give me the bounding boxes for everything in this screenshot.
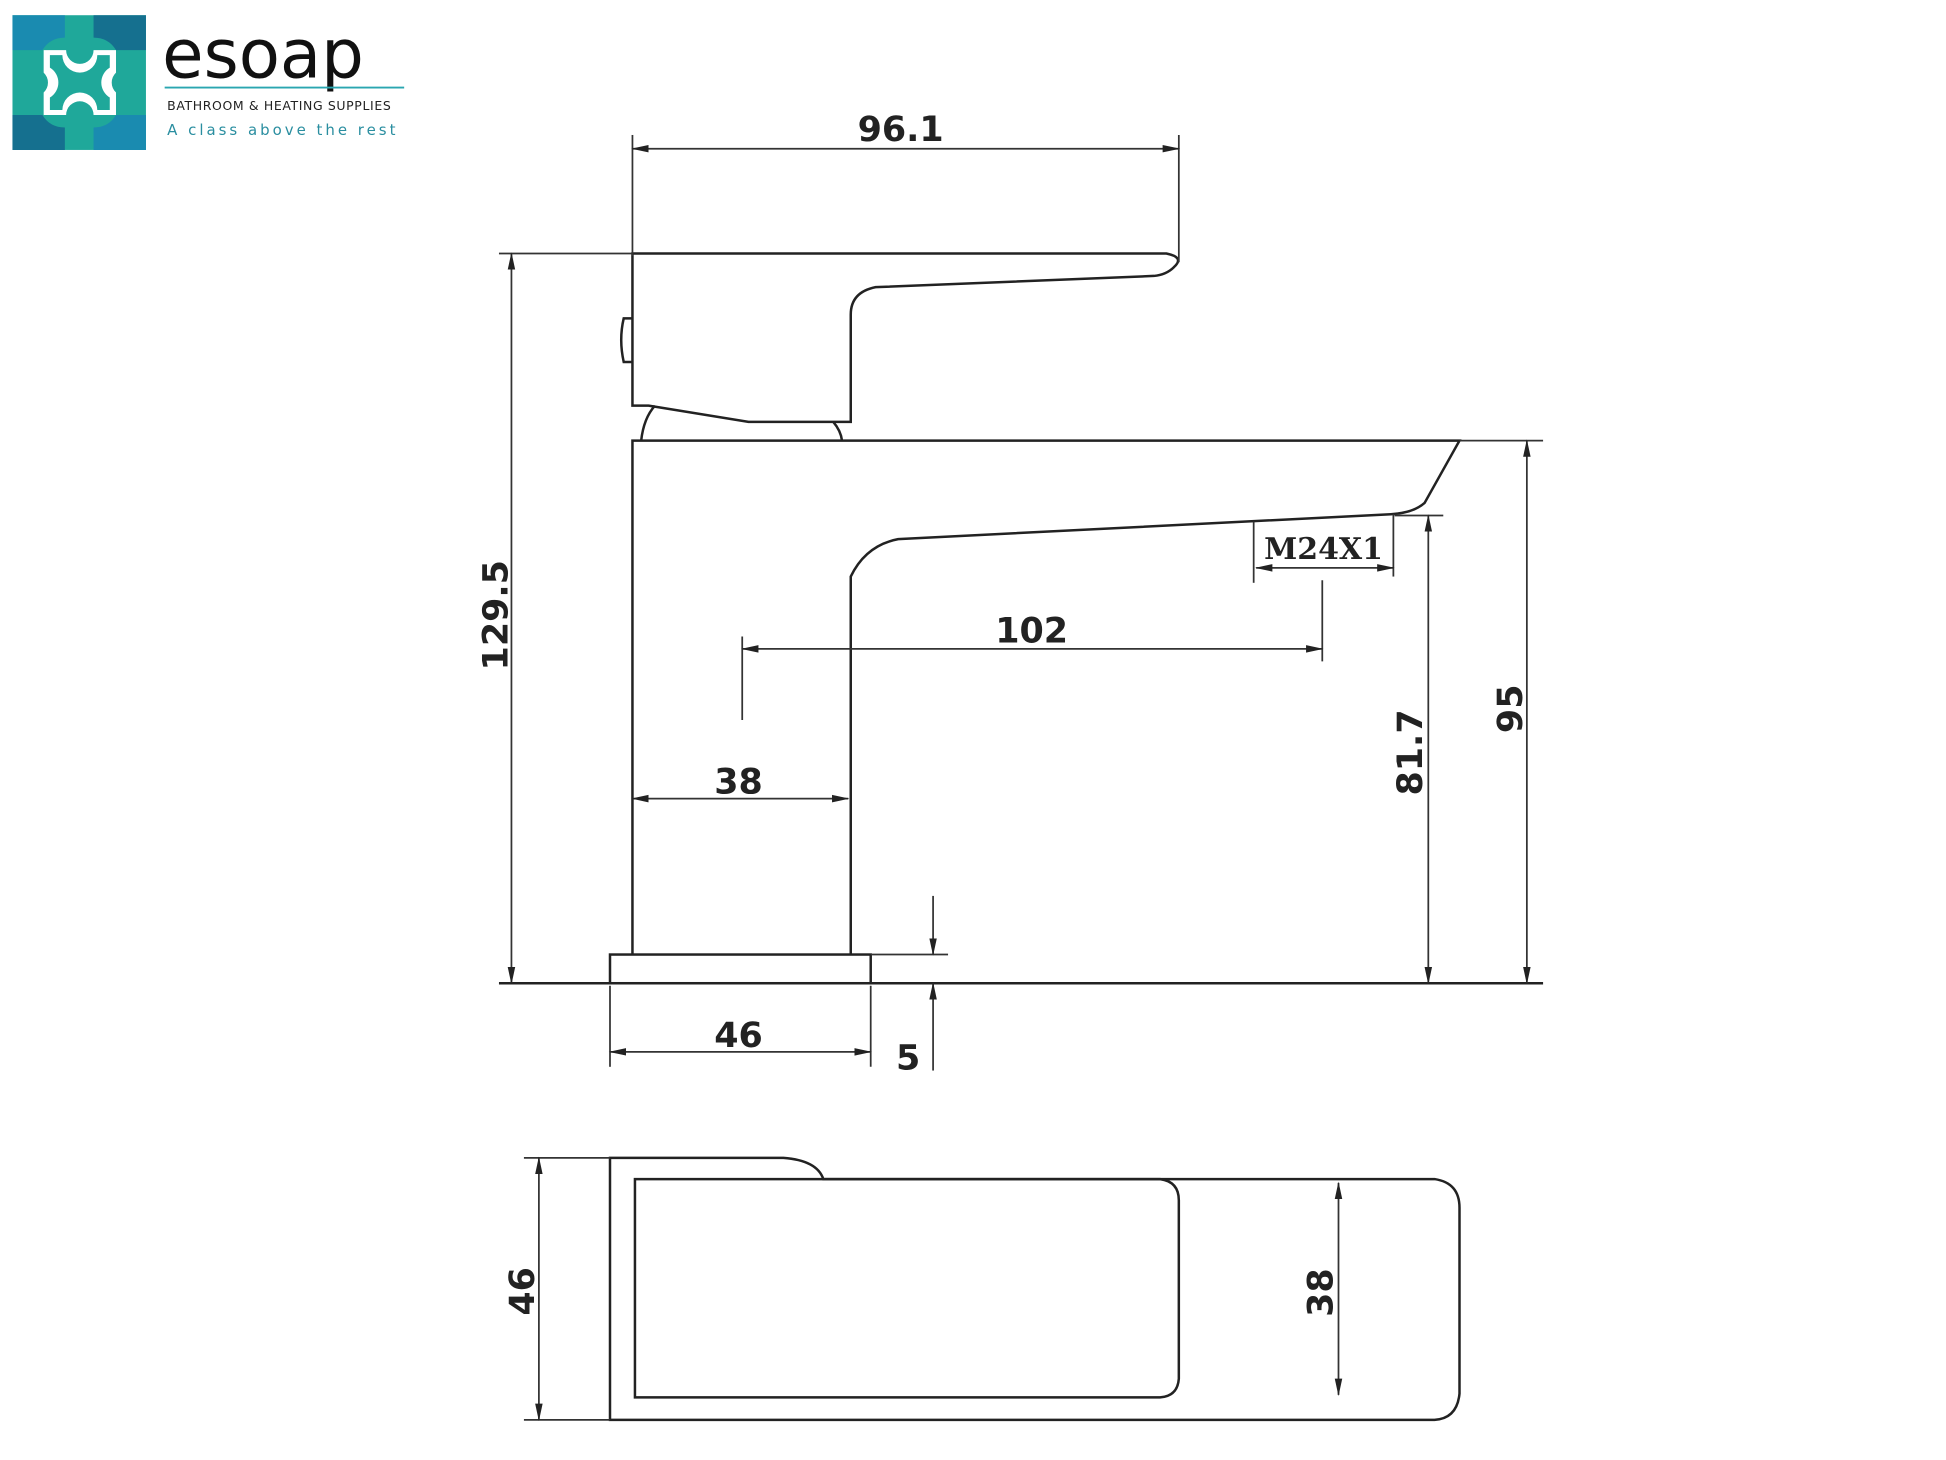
dim-spout-reach: 102 [740,580,1324,721]
plan-view: 46 38 [503,1156,1461,1422]
dim-label: 95 [1491,685,1531,734]
dim-label: 5 [896,1038,920,1078]
logo-brand: esoap [162,15,364,94]
dim-label: 46 [714,1016,763,1056]
dim-base-width: 46 [608,985,872,1067]
dim-label: 129.5 [477,560,517,670]
dim-thread: M24X1 [1252,514,1395,583]
base-plate [608,953,872,985]
dim-label: 81.7 [1391,709,1431,795]
logo-subtitle: BATHROOM & HEATING SUPPLIES [167,98,391,113]
dim-outlet-height: 81.7 [1391,514,1444,985]
dim-spout-height: 95 [1459,439,1544,985]
dim-label: 102 [995,612,1068,652]
handle-outline [619,252,1180,441]
dim-label: 96.1 [858,110,944,150]
dim-label: M24X1 [1264,532,1383,567]
dim-plan-spout-width: 38 [1301,1268,1341,1317]
dim-handle-length: 96.1 [631,110,1181,263]
logo-tagline: A class above the rest [167,121,398,139]
dim-total-height: 129.5 [477,252,633,985]
body-outline [498,439,1544,985]
esoap-logo: esoap BATHROOM & HEATING SUPPLIES A clas… [12,15,405,150]
dim-base-thickness: 5 [870,895,949,1078]
dim-label: 38 [714,763,763,803]
logo-emblem-icon [12,15,146,150]
dim-body-width: 38 [631,763,850,803]
dim-plan-depth: 46 [503,1267,543,1316]
